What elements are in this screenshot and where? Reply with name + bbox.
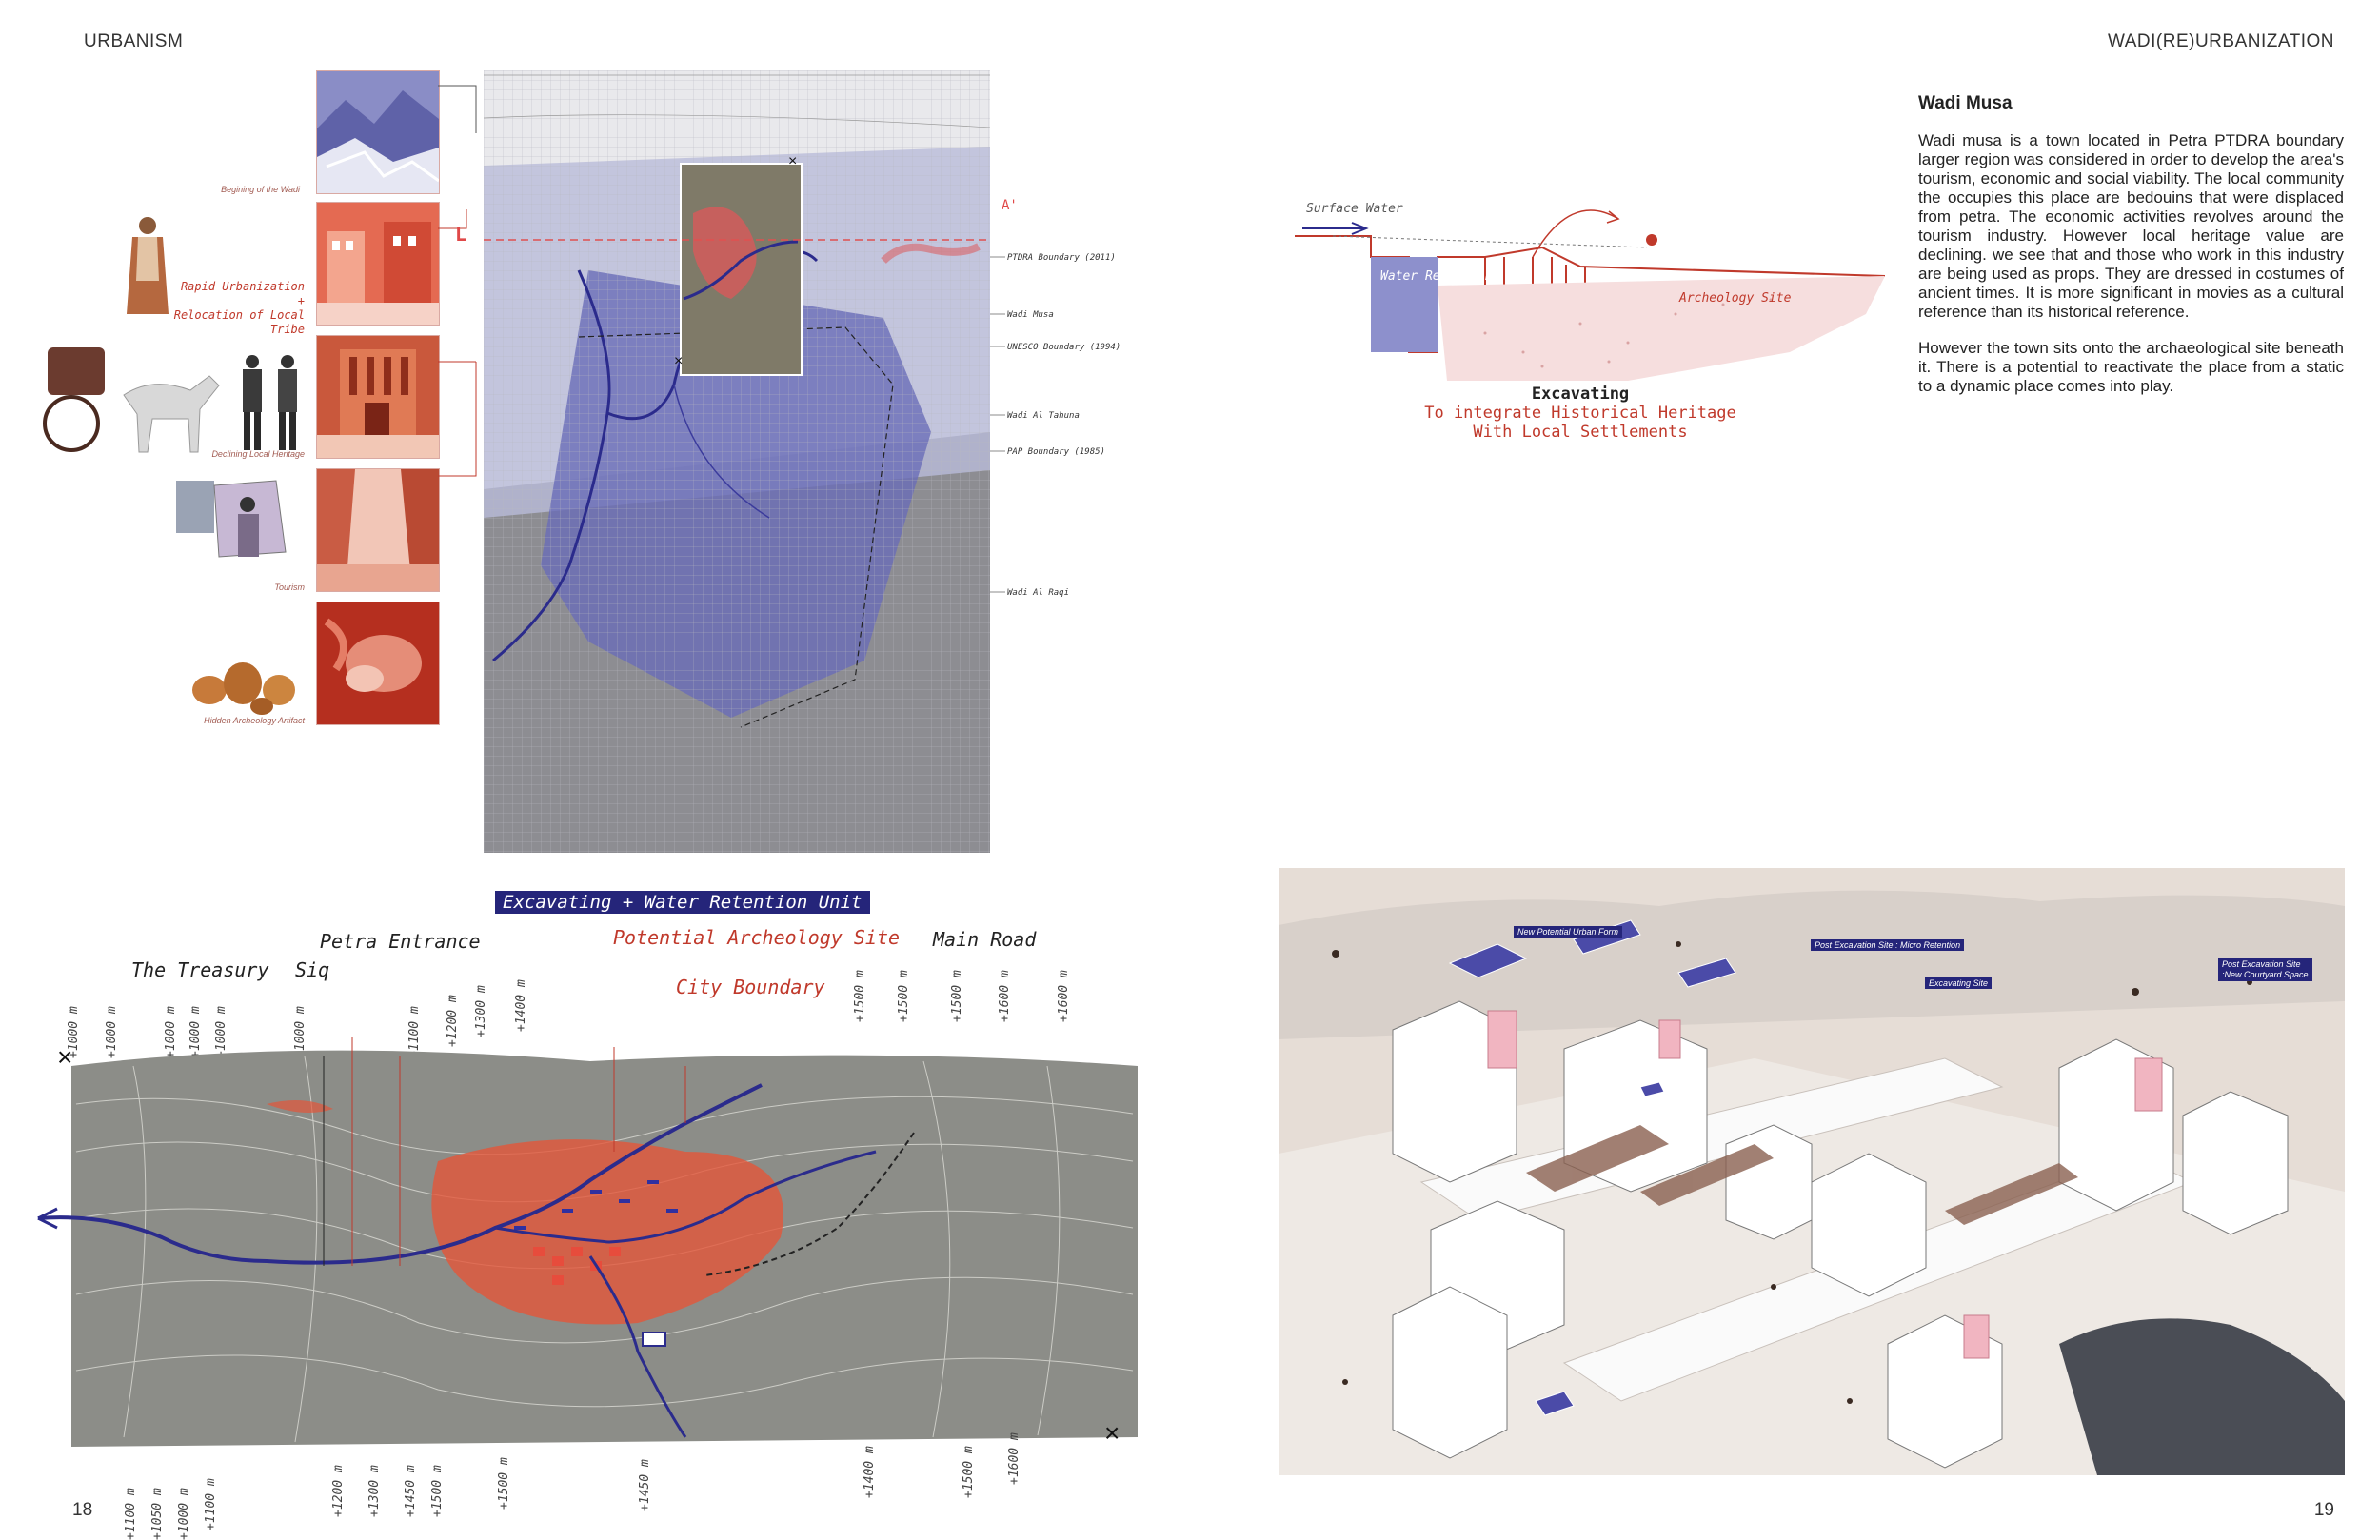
photo-archeology-artifact [316,602,440,725]
elev-bottom-8: +1500 m [430,1465,445,1517]
label-petra-entrance: Petra Entrance [320,930,481,953]
section-header-tag: Excavating + Water Retention Unit [495,891,870,914]
legend-pap: PAP Boundary (1985) [1007,447,1105,457]
photo-label-4: Tourism [274,582,305,592]
elev-bottom-7: +1450 m [404,1465,418,1517]
diagram-sub2: With Local Settlements [1473,423,1688,442]
svg-text:×: × [674,353,683,369]
svg-text:×: × [788,153,797,169]
header-right: WADI(RE)URBANIZATION [2108,31,2334,51]
elev-bottom-2: +1050 m [150,1488,165,1540]
page-number-left: 18 [72,1500,93,1520]
section-marker-right: A' [1002,198,1018,213]
archeology-site-label: Archeology Site [1679,291,1792,306]
photo-label-5: Hidden Archeology Artifact [204,716,305,725]
legend-unesco: UNESCO Boundary (1994) [1007,343,1121,352]
label-main-road: Main Road [933,928,1037,951]
page-number-right: 19 [2313,1500,2334,1520]
label-treasury: The Treasury [131,958,269,981]
label-city-boundary: City Boundary [676,976,825,998]
urbanization-line2: Relocation of Local Tribe [173,308,305,336]
tag-excavating-site: Excavating Site [1925,977,1993,989]
elev-bottom-5: +1200 m [331,1465,346,1517]
photo-label-3: Declining Local Heritage [211,449,305,459]
text-paragraph-1: Wadi musa is a town located in Petra PTD… [1918,131,2344,321]
urbanization-line1: Rapid Urbanization [180,280,305,293]
label-potential-site: Potential Archeology Site [613,926,901,949]
tag-courtyard-line2: :New Courtyard Space [2222,970,2309,979]
legend-raqi: Wadi Al Raqi [1007,588,1070,598]
elev-bottom-4: +1100 m [204,1478,218,1530]
elev-bottom-6: +1300 m [367,1465,382,1517]
section-terrain-map: × × [19,1009,1142,1485]
elev-bottom-9: +1500 m [497,1457,511,1510]
legend-tahuna: Wadi Al Tahuna [1007,411,1080,421]
elev-bottom-12: +1500 m [962,1446,976,1498]
elev-bottom-11: +1400 m [863,1446,877,1498]
tag-courtyard-line1: Post Excavation Site [2222,959,2301,969]
elev-bottom-13: +1600 m [1007,1432,1021,1485]
text-title: Wadi Musa [1918,93,2013,113]
label-siq: Siq [295,958,330,981]
surface-water-label: Surface Water [1306,202,1403,216]
photo-tourism [316,468,440,592]
photo-wadi-beginning [316,70,440,194]
tag-micro-retention: Post Excavation Site : Micro Retention [1811,939,1965,951]
pottery-figures [186,647,309,723]
text-block: Wadi Musa Wadi musa is a town located in… [1918,93,2344,396]
svg-text:×: × [1104,1418,1120,1448]
bedouin-figure [119,214,176,324]
tourism-figures [171,476,295,571]
legend-wadi-musa: Wadi Musa [1007,310,1054,320]
svg-text:×: × [57,1042,72,1072]
photo-local-heritage [316,335,440,459]
urbanization-plus: + [297,294,305,307]
tag-urban-form: New Potential Urban Form [1514,926,1623,938]
legend-ptdra: PTDRA Boundary (2011) [1007,253,1116,263]
regional-map: × × [483,70,991,853]
photo-rapid-urbanization [316,202,440,326]
tag-courtyard: Post Excavation Site :New Courtyard Spac… [2218,958,2312,981]
excavation-diagram [1295,190,1886,381]
diagram-sub1: To integrate Historical Heritage [1424,404,1736,423]
elev-bottom-1: +1100 m [124,1488,138,1540]
diagram-title: Excavating [1531,385,1630,404]
header-left: URBANISM [84,31,184,51]
water-retention-label: Water Retention [1380,269,1493,284]
photo-label-1: Begining of the Wadi [221,185,300,194]
urbanization-label: Rapid Urbanization + Relocation of Local… [171,280,305,337]
text-paragraph-2: However the town sits onto the archaeolo… [1918,339,2344,395]
horse-carriage-figure [38,338,324,466]
elev-bottom-10: +1450 m [638,1459,652,1511]
elev-bottom-3: +1000 m [177,1488,191,1540]
axonometric-drawing [1279,868,2345,1475]
legend-leader-lines [990,256,1005,593]
photo-connector-lines [438,85,477,477]
section-marker-left: L [455,223,467,246]
excavating-caption: Excavating To integrate Historical Herit… [1371,385,1790,442]
